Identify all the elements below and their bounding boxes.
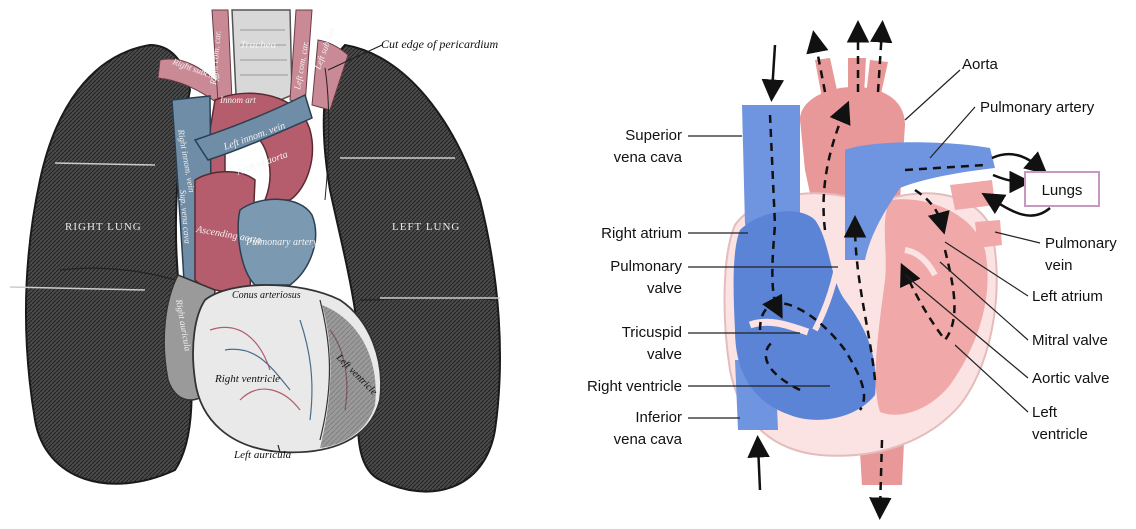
trachea-label: Trachea (240, 39, 277, 51)
pulmonary-vein-upper (950, 180, 995, 210)
mitral-valve-label: Mitral valve (1032, 332, 1108, 349)
tricuspid-valve-label-line2: valve (647, 346, 682, 363)
aortic-valve-label: Aortic valve (1032, 370, 1110, 387)
superior-vena-cava-schematic (742, 105, 800, 225)
pulmonary-vein-label-line2: vein (1045, 257, 1073, 274)
aorta-label: Aorta (962, 56, 999, 73)
pulmonary-vein-lower (975, 220, 1002, 248)
innominate-artery-label: Innom art (219, 95, 256, 105)
inferior-vena-cava-label-line2: vena cava (614, 431, 683, 448)
left-ventricle-label-line2: ventricle (1032, 426, 1088, 443)
tricuspid-valve-label-line1: Tricuspid (622, 324, 682, 341)
left-atrium-label: Left atrium (1032, 288, 1103, 305)
pulmonary-artery-anat-label: Pulmonary artery (245, 237, 318, 248)
heart-schematic: Lungs Aorta Pulmonary artery Superior ve… (587, 30, 1117, 510)
left-auricula-label: Left auricula (233, 449, 292, 461)
conus-arteriosus-label: Conus arteriosus (232, 290, 301, 301)
pulmonary-artery-label: Pulmonary artery (980, 99, 1095, 116)
superior-vena-cava-label-line2: vena cava (614, 149, 683, 166)
right-ventricle-label: Right ventricle (587, 378, 682, 395)
pulmonary-valve-label-line2: valve (647, 280, 682, 297)
left-lung-label: LEFT LUNG (392, 221, 460, 233)
right-ventricle-anat-label: Right ventricle (214, 373, 280, 385)
right-lung-label: RIGHT LUNG (65, 221, 142, 233)
superior-vena-cava-label-line1: Superior (625, 127, 682, 144)
anatomical-illustration: Cut edge of pericardium Trachea Right su… (10, 10, 500, 492)
inferior-vena-cava-label-line1: Inferior (635, 409, 682, 426)
pulmonary-vein-label-line1: Pulmonary (1045, 235, 1117, 252)
right-lung-shape (26, 45, 192, 484)
right-atrium-label: Right atrium (601, 225, 682, 242)
lungs-label: Lungs (1042, 182, 1083, 199)
pulmonary-valve-label-line1: Pulmonary (610, 258, 682, 275)
cut-edge-label: Cut edge of pericardium (381, 37, 499, 51)
left-ventricle-label-line1: Left (1032, 404, 1058, 421)
